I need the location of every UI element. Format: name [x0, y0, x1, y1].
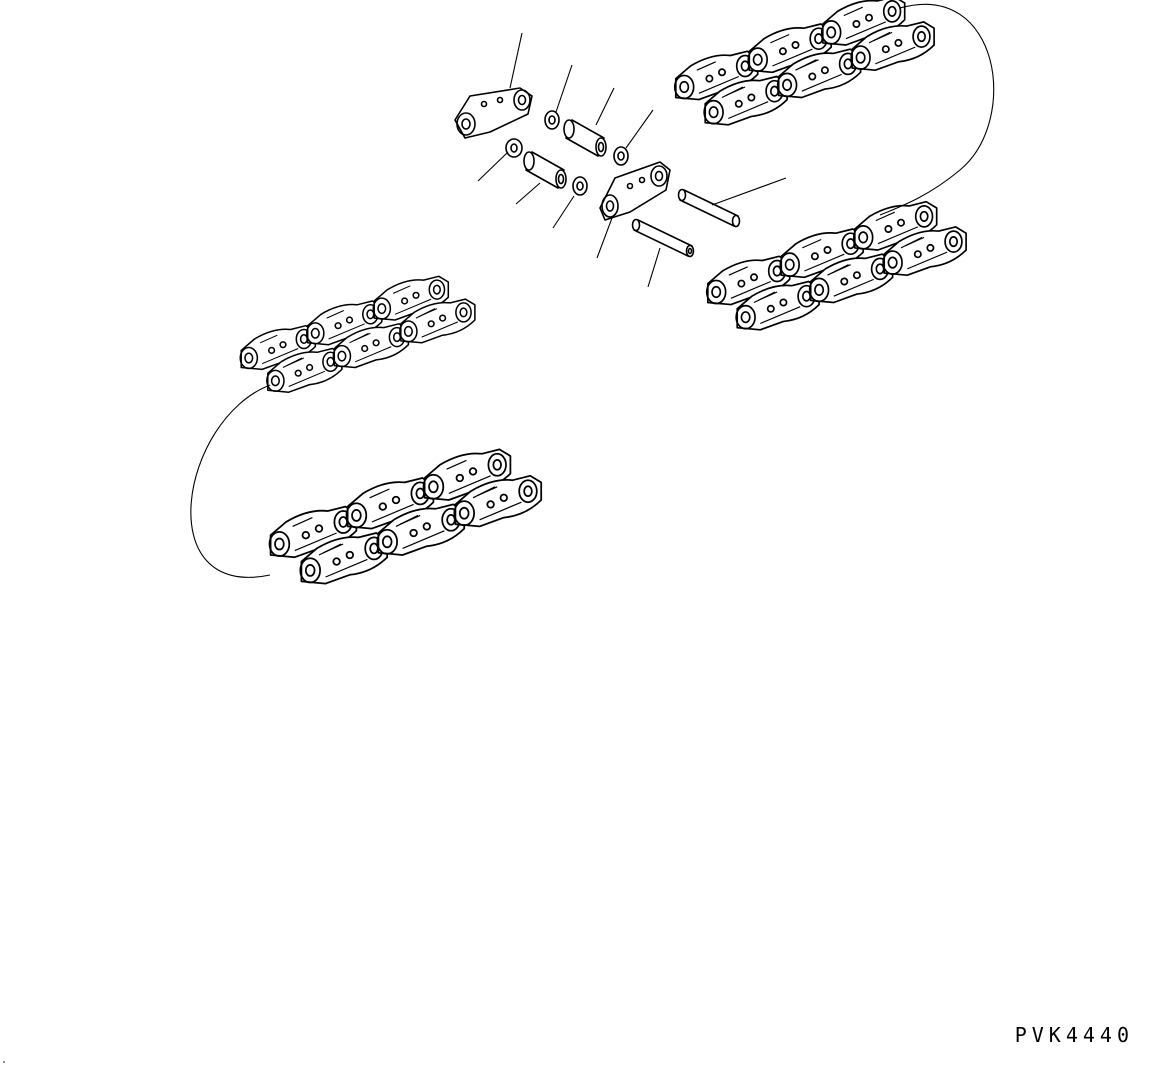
bushing-icon [563, 119, 607, 157]
chain-loop-right [879, 3, 995, 216]
seal-ring-icon [572, 176, 588, 196]
track-chain-upper-right [675, 0, 934, 125]
chain-loop-left [190, 384, 271, 578]
seal-ring-icon [505, 138, 523, 158]
track-chain-middle-right [707, 202, 966, 330]
drawing-code: PVK4440 [1014, 1023, 1134, 1047]
leader-lines [477, 32, 787, 288]
pin-icon [677, 188, 741, 228]
bushing-icon [523, 151, 567, 189]
track-link-icon [454, 87, 533, 139]
seal-ring-icon [613, 146, 629, 166]
pin-icon [631, 218, 695, 258]
track-chain-upper-left [240, 276, 475, 392]
corner-dot [3, 1061, 5, 1063]
seal-ring-icon [544, 110, 560, 130]
track-chain-lower-left [270, 449, 542, 583]
track-link-icon [599, 161, 671, 221]
